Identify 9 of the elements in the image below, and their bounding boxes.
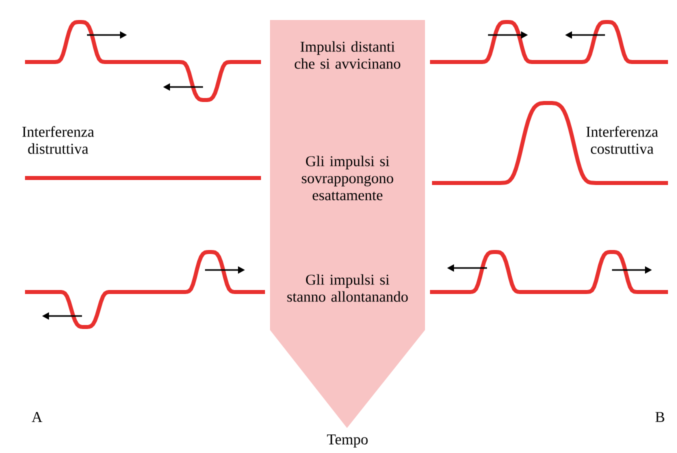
side-label: Interferenza distruttiva xyxy=(22,126,94,154)
side-label: A xyxy=(32,412,42,422)
axis-label: Tempo xyxy=(327,434,368,448)
arrow-text: Gli impulsi si sovrappongono esattamente xyxy=(302,156,394,200)
arrow-text: Gli impulsi si stanno allontanando xyxy=(287,274,408,302)
arrow-text: Impulsi distanti che si avvicinano xyxy=(294,41,400,69)
side-label: Interferenza costruttiva xyxy=(586,126,658,154)
time-arrow xyxy=(270,20,425,428)
side-label: B xyxy=(655,412,664,422)
